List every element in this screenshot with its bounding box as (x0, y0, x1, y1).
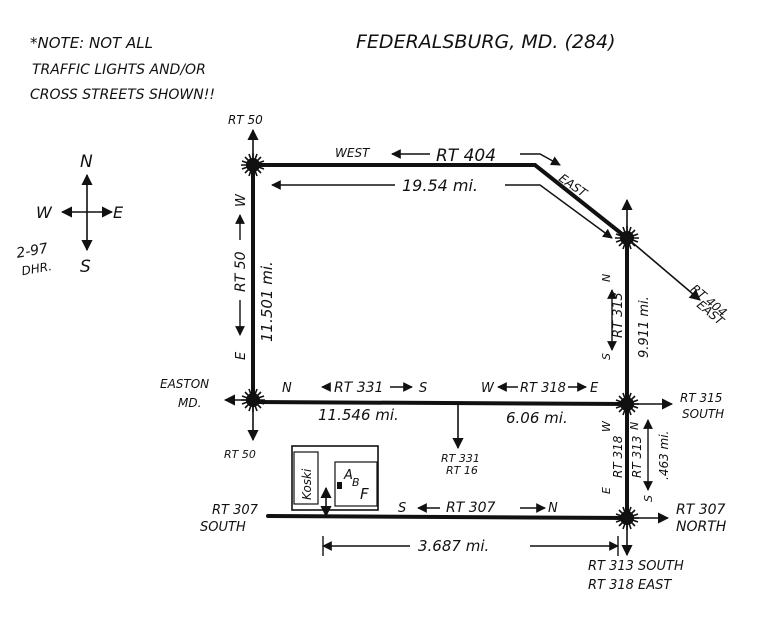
seg-w-label: W (600, 420, 613, 432)
road-rt404-east-exit (626, 237, 701, 301)
traffic-lights (241, 153, 639, 530)
rt404-west-label: WEST (335, 146, 371, 160)
rt313-s-label: S (600, 353, 613, 360)
note-line-3: CROSS STREETS SHOWN!! (30, 87, 215, 103)
bottom-label-1: RT 313 SOUTH (588, 559, 684, 574)
rt50-top-label: RT 50 (228, 113, 263, 127)
rt404-name-label: RT 404 (436, 146, 496, 166)
abf-building (334, 461, 378, 507)
distance-arrows (235, 149, 653, 556)
koski-building (293, 451, 319, 505)
rt307-south-label-1: RT 307 (212, 503, 259, 518)
seg-313-label: RT 313 (630, 436, 644, 478)
compass-w: W (36, 203, 53, 222)
rt331-name-label: RT 331 (334, 380, 383, 396)
rt307-south-label-2: SOUTH (200, 520, 246, 535)
rt313-distance: 9.911 mi. (637, 296, 652, 358)
rt315-label-2: SOUTH (682, 407, 724, 421)
short-distance: .463 mi. (657, 431, 671, 480)
compass-n: N (80, 152, 93, 172)
rt331-16-label-2: RT 16 (446, 464, 478, 477)
road-rt404 (250, 163, 629, 240)
compass-s: S (80, 257, 91, 277)
rt404-east-arrow (520, 153, 561, 166)
traffic-light-icon (615, 506, 639, 530)
abf-door (337, 482, 342, 489)
seg-s-label: S (642, 495, 655, 502)
rt307-north-label-2: NORTH (676, 519, 727, 535)
note-line-2: TRAFFIC LIGHTS AND/OR (32, 62, 206, 78)
rt318-distance: 6.06 mi. (506, 409, 568, 427)
rt50-w-label: W (234, 193, 249, 207)
traffic-light-icon (615, 226, 639, 250)
road-rt307 (266, 514, 629, 520)
koski-label: Koski (300, 468, 314, 500)
easton-label-1: EASTON (160, 377, 209, 391)
compass-e: E (113, 203, 124, 222)
rt318-name-label: RT 318 (520, 381, 566, 396)
rt313-name-label: RT 313 (611, 292, 626, 338)
building-outline (291, 445, 379, 511)
signature: 2-97 DHR. (15, 241, 53, 279)
seg-e-label: E (600, 487, 613, 494)
rt307-n-label: N (548, 501, 558, 516)
rt331-16-label-1: RT 331 (441, 452, 480, 465)
bottom-label-2: RT 318 EAST (588, 578, 672, 593)
rt318-e-label: E (590, 381, 599, 396)
traffic-light-icon (241, 388, 265, 412)
rt331-n-label: N (282, 381, 292, 396)
traffic-light-icon (615, 392, 639, 416)
rt307-distance: 3.687 mi. (418, 537, 489, 555)
buildings: Koski A B F (291, 445, 379, 511)
rt313-n-label: N (600, 274, 613, 282)
easton-label-2: MD. (178, 396, 201, 410)
rt50-distance: 11.501 mi. (258, 261, 276, 342)
seg-n-label: N (628, 422, 641, 430)
note-line-1: *NOTE: NOT ALL (30, 34, 153, 52)
seg-318-label: RT 318 (611, 435, 625, 478)
compass-rose: N S W E (36, 152, 124, 277)
abf-label-b: B (352, 476, 360, 489)
route-labels: RT 50 RT 50 EASTON MD. WEST RT 404 EAST … (160, 113, 730, 593)
rt307-name-label: RT 307 (446, 500, 496, 516)
rt331-distance: 11.546 mi. (318, 406, 399, 424)
traffic-light-icon (241, 153, 265, 177)
abf-label-f: F (360, 485, 369, 503)
rt50-e-label: E (234, 351, 249, 360)
rt50-bottom-label: RT 50 (224, 448, 256, 461)
signature-initials: DHR. (20, 259, 52, 278)
abf-label-a: A (343, 468, 353, 483)
rt331-s-label: S (419, 381, 427, 396)
note-block: *NOTE: NOT ALL TRAFFIC LIGHTS AND/OR CRO… (30, 34, 215, 103)
rt318-w-label: W (481, 381, 495, 396)
rt307-north-label-1: RT 307 (676, 502, 726, 518)
rt50-name-label: RT 50 (233, 251, 249, 292)
signature-date: 2-97 (15, 241, 49, 262)
map-title: FEDERALSBURG, MD. (284) (356, 31, 616, 53)
rt404-distance: 19.54 mi. (402, 176, 478, 195)
road-rt331-rt318 (251, 400, 629, 406)
rt404-dim-right (505, 184, 613, 239)
rt307-s-label: S (398, 501, 406, 516)
rt315-label-1: RT 315 (680, 391, 722, 405)
